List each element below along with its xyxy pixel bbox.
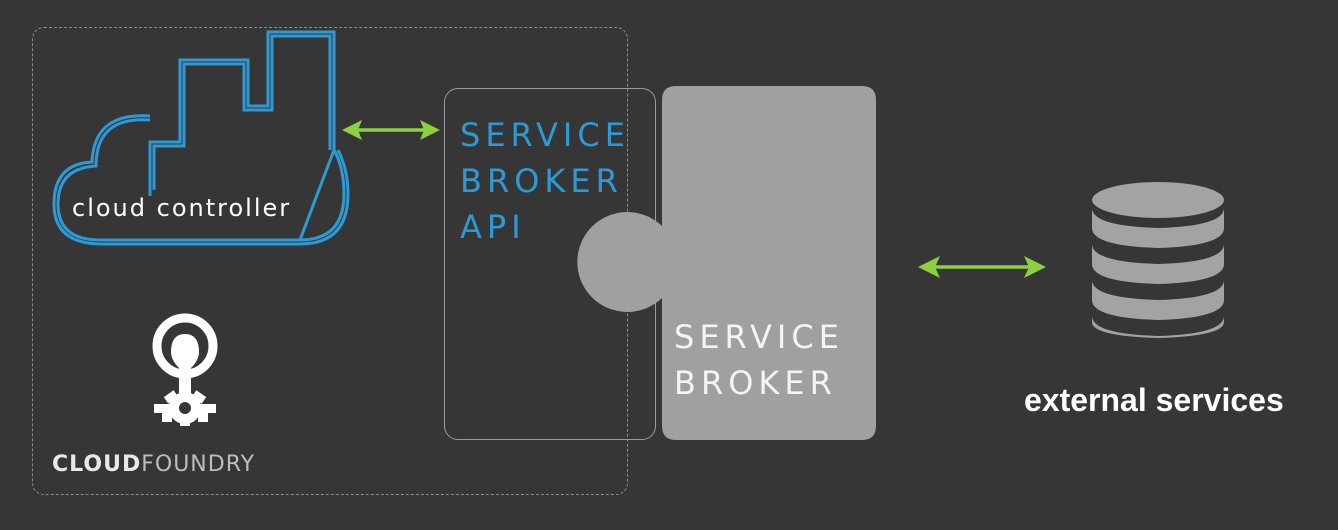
service-broker-api-line-2: BROKER [460, 162, 623, 200]
cloud-to-api-arrow [342, 120, 440, 140]
broker-to-services-arrow [918, 256, 1046, 278]
service-broker-line-1: SERVICE [674, 318, 844, 356]
service-broker-api-line-3: API [460, 208, 526, 246]
service-broker-label: SERVICE BROKER [674, 314, 844, 406]
service-broker-api-label: SERVICE BROKER API [460, 112, 630, 250]
cloud-foundry-logo-icon [152, 313, 218, 426]
cloud-controller-label: cloud controller [72, 194, 292, 222]
cloud-foundry-word-cloud: CLOUD [52, 452, 142, 477]
database-icon [1092, 182, 1224, 338]
service-broker-api-line-1: SERVICE [460, 116, 630, 154]
cloud-controller-icon [52, 30, 350, 246]
cloud-foundry-wordmark: CLOUDFOUNDRY [52, 452, 255, 477]
cloud-foundry-word-foundry: FOUNDRY [141, 452, 256, 477]
service-broker-puzzle-piece [577, 86, 876, 440]
external-services-label: external services [1024, 382, 1284, 418]
service-broker-line-2: BROKER [674, 364, 837, 402]
